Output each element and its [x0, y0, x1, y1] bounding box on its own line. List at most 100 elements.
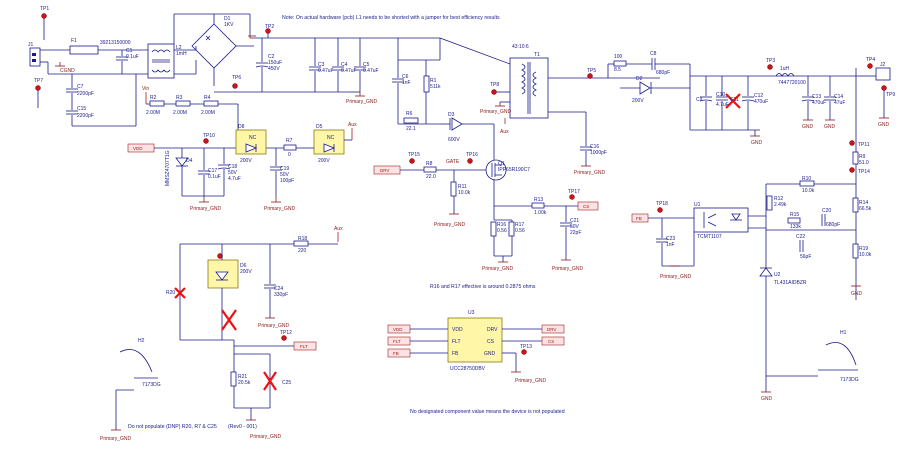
tp13-label: TP16: [466, 152, 478, 158]
c24-value: 330pF: [274, 292, 288, 298]
c13-value: 470uF: [812, 100, 826, 106]
r10-value: 10.0k: [802, 188, 815, 194]
tp4-label: TP4: [866, 57, 875, 63]
flt-net-label: FLT: [300, 344, 308, 349]
c9-ref: C9: [696, 97, 703, 103]
r6-ref: R6: [406, 111, 413, 117]
c18-value: 4.7uF: [228, 176, 241, 182]
c11-ref: C11: [730, 97, 739, 103]
tp10-testpoint[interactable]: [203, 138, 209, 144]
note-dnp: Do not populate (DNP) R20, R7 & C25: [128, 424, 217, 430]
c4-ref: C4: [341, 62, 348, 68]
tp16-testpoint[interactable]: [657, 207, 663, 213]
c12-ref: C12: [754, 93, 763, 99]
c3-ref: C3: [318, 62, 325, 68]
connector-j2: [875, 67, 891, 81]
fuse-f1: [69, 45, 99, 55]
connector-j1: [29, 47, 41, 67]
d5-value: 200V: [318, 158, 330, 164]
c7-ref: C7: [77, 84, 84, 90]
c16-ref: C16: [590, 144, 599, 150]
c19-ref: C19: [280, 166, 289, 172]
bulk-capacitors: TP2 TP6 C2 150uF 450V C3 0.47uF C4 0.47u…: [214, 24, 440, 105]
c10-value: 4.7uF: [716, 102, 729, 108]
controller-u3: U3 VDD FLT FB DRV CS GND UCC28750DBV VDD…: [387, 310, 565, 384]
r3-ref: R3: [176, 95, 183, 101]
r20-ref: R20: [166, 290, 175, 296]
r14-value: 66.5k: [859, 206, 872, 212]
r10-ref: R10: [802, 176, 811, 182]
c4-value: 0.47uF: [341, 68, 357, 74]
d6-value: 200V: [240, 269, 252, 275]
r9-value: 51.0: [859, 160, 869, 166]
tp6-testpoint[interactable]: [232, 83, 238, 89]
r9-ref: R9: [859, 154, 866, 160]
cgnd-label: CGND: [60, 68, 75, 74]
d3-value: 600V: [448, 137, 460, 143]
tp15-testpoint[interactable]: [569, 194, 575, 200]
c17-value: 0.1uF: [208, 174, 221, 180]
tp5-testpoint[interactable]: [587, 73, 593, 79]
c2-value: 150uF: [268, 60, 282, 66]
r19-value: 10.0k: [859, 252, 872, 258]
d2-ref: D2: [636, 76, 643, 82]
d6-testpoint[interactable]: [217, 253, 223, 259]
q1-value: IPP65R190C7: [498, 167, 530, 173]
tp1-testpoint[interactable]: [41, 13, 47, 19]
d8-ref: D8: [238, 124, 245, 130]
r17-value: 0.56: [515, 228, 525, 234]
tp13-testpoint[interactable]: [467, 158, 473, 164]
c16-value: 1000pF: [590, 150, 607, 156]
c18-voltage: 50V: [228, 170, 238, 176]
startup-vdd-section: Vin R2 2.00M R3 2.00M R4 2.00M VDD TP10 …: [127, 86, 357, 212]
r8-ref: R8: [426, 161, 433, 167]
tp8-testpoint[interactable]: [491, 89, 497, 95]
c15-value: 2200pF: [77, 113, 94, 119]
cs-net-tag: [577, 201, 599, 211]
r12-value: 2.49k: [774, 202, 787, 208]
r11-ref: R11: [458, 184, 467, 190]
primary-gnd-7: Primary_GND: [574, 170, 606, 176]
r8-value: 22.0: [426, 174, 436, 180]
tp12-label: TP15: [408, 152, 420, 158]
aux-net-2: Aux: [348, 122, 357, 128]
r2-value: 2.00M: [146, 110, 160, 116]
d4-value: MMSZ4707T1G: [165, 150, 171, 186]
c3-value: 0.47uF: [318, 68, 334, 74]
c6-value: 1nF: [402, 80, 411, 86]
tp12-testpoint[interactable]: [409, 158, 415, 164]
tp17-testpoint[interactable]: [281, 335, 287, 341]
t1-ratio: 43:10:6: [512, 44, 529, 50]
u3-drv-tag: [541, 324, 565, 334]
tp4-testpoint[interactable]: [867, 63, 873, 69]
primary-gnd-10: Primary_GND: [250, 434, 282, 440]
tp3-testpoint[interactable]: [767, 64, 773, 70]
resistor-r1: [423, 75, 430, 93]
primary-gnd-12: Primary_GND: [515, 378, 547, 384]
primary-gnd-6: Primary_GND: [482, 266, 514, 272]
cs-net-label: CS: [583, 204, 589, 209]
transformer-t1: [509, 57, 549, 119]
r18-ref: R18: [298, 236, 307, 242]
c20-value: 680pF: [826, 222, 840, 228]
tp7-testpoint[interactable]: [35, 85, 41, 91]
note-undesignated: No designated component value means the …: [410, 409, 565, 415]
r21-ref: R21: [238, 374, 247, 380]
c17-ref: C17: [208, 168, 217, 174]
d6-ref: D6: [240, 263, 247, 269]
tp11-testpoint[interactable]: [849, 140, 855, 146]
c21-ref: C21: [570, 218, 579, 224]
input-section: J1 TP1 TP7 CGND F1 39213150000 C1 0.1uF: [28, 6, 256, 127]
tp9-testpoint[interactable]: [881, 85, 887, 91]
r1-value: 511k: [430, 84, 441, 90]
tp14-testpoint[interactable]: [849, 167, 855, 173]
tp18-testpoint[interactable]: [521, 349, 527, 355]
c6-ref: C6: [402, 74, 409, 80]
u3-pin-flt: FLT: [452, 339, 461, 345]
gnd-2: GND: [802, 124, 814, 130]
r5-value: 8.5: [614, 67, 621, 73]
c2-ref: C2: [268, 54, 275, 60]
d1-ref: D1: [224, 16, 231, 22]
c20-ref: C20: [822, 208, 831, 214]
